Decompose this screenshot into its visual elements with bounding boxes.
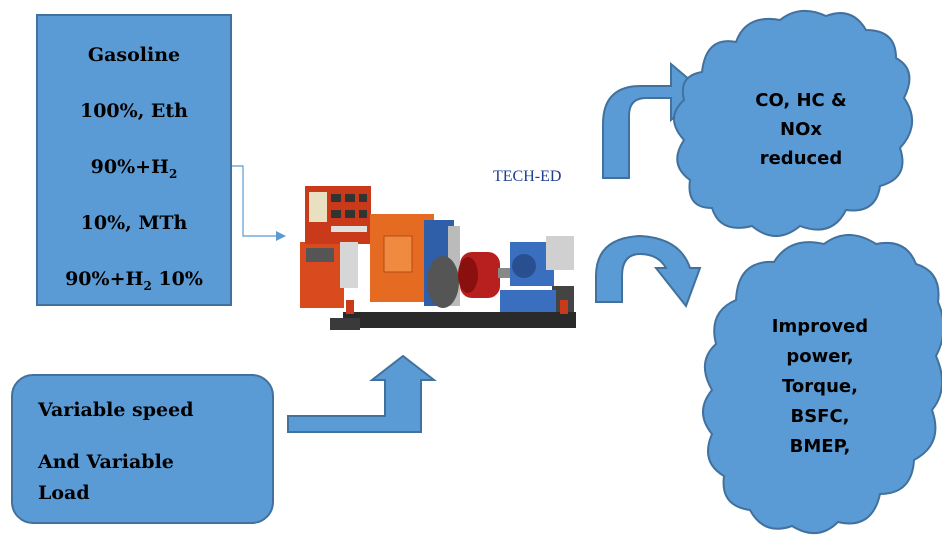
load-line-2: And Variable [38, 451, 174, 473]
fuel-line-4: 10%, MTh [80, 212, 188, 234]
emissions-line-2: NOx [780, 119, 822, 140]
performance-cloud-text: Improved power, Torque, BSFC, BMEP, [758, 312, 882, 462]
fuel-line-2: 100%, Eth [79, 100, 189, 122]
performance-line-3: Torque, [782, 376, 858, 397]
performance-line-2: power, [786, 346, 854, 367]
engine-test-rig-image [300, 186, 576, 330]
performance-cloud [702, 234, 942, 534]
h2-subscript: 2 [169, 166, 178, 181]
rig-engine [427, 256, 459, 308]
rig-base [343, 312, 576, 328]
fuel-connector-arrowhead [276, 231, 286, 241]
emissions-line-3: reduced [759, 148, 843, 169]
fuel-composition-box: Gasoline 100%, Eth 90%+H2 10%, MTh 90%+H… [36, 14, 232, 306]
rig-label: TECH-ED [493, 168, 562, 185]
fuel-connector-line [232, 165, 278, 237]
fuel-line-1: Gasoline [87, 44, 181, 66]
load-line-3: Load [38, 482, 90, 504]
load-to-rig-arrow [287, 354, 437, 433]
emissions-cloud [673, 9, 913, 237]
fuel-line-3: 90%+H2 [90, 156, 178, 181]
rig-to-performance-arrow [595, 234, 702, 309]
emissions-cloud-text: CO, HC & NOx reduced [742, 86, 860, 173]
performance-line-5: BMEP, [789, 436, 851, 457]
fuel-line-5: 90%+H2 10% [65, 268, 203, 293]
emissions-line-1: CO, HC & [755, 90, 847, 111]
h2-subscript: 2 [143, 278, 152, 293]
performance-line-1: Improved [771, 316, 869, 337]
load-line-1: Variable speed [38, 399, 194, 421]
performance-line-4: BSFC, [790, 406, 850, 427]
speed-load-box: Variable speed And Variable Load [11, 374, 274, 524]
